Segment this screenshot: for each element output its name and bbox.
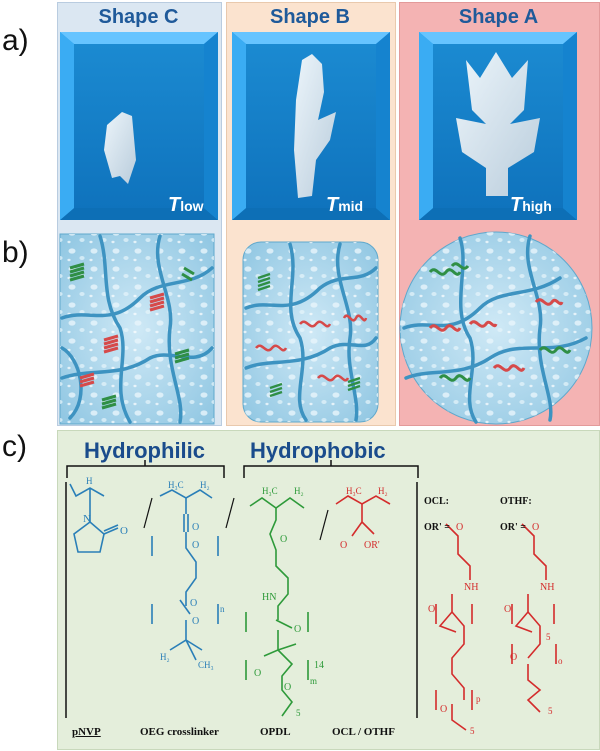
shape-b-title: Shape B — [269, 6, 351, 28]
shape-c-title: Shape C — [98, 6, 179, 28]
othf-title: OTHF: — [500, 496, 532, 507]
sub-n: n — [220, 604, 225, 614]
network-c — [59, 233, 215, 425]
temp-label-mid: Tmid — [326, 194, 364, 216]
svg-text:H₂: H₂ — [378, 486, 388, 496]
svg-text:N: N — [83, 513, 91, 525]
svg-text:O: O — [440, 704, 447, 715]
sub-m: m — [310, 676, 317, 686]
label-ocl-othf: OCL / OTHF — [332, 726, 395, 738]
svg-text:O: O — [428, 604, 435, 615]
svg-text:O: O — [532, 522, 539, 533]
svg-text:HN: HN — [262, 592, 276, 603]
row-label-b: b) — [2, 236, 29, 269]
svg-text:H₂: H₂ — [294, 486, 304, 496]
sub-14: 14 — [314, 660, 324, 671]
box-shape-a — [419, 32, 577, 220]
label-pnvp: pNVP — [72, 726, 101, 738]
othf-or-prime: OR' = — [500, 522, 526, 533]
sub-5-othf: 5 — [546, 632, 551, 642]
sub-5-ocl: 5 — [470, 726, 475, 736]
svg-text:O: O — [280, 534, 287, 545]
sub-p: p — [476, 694, 481, 704]
svg-text:O: O — [504, 604, 511, 615]
network-b — [242, 241, 379, 423]
svg-text:H₃C: H₃C — [346, 486, 362, 496]
svg-text:NH: NH — [540, 582, 554, 593]
label-oeg: OEG crosslinker — [140, 726, 219, 738]
hydrophobic-heading: Hydrophobic — [250, 438, 386, 463]
network-a — [399, 231, 593, 425]
sub-5-othf-b: 5 — [548, 706, 553, 716]
svg-text:H₃C: H₃C — [262, 486, 278, 496]
temp-label-low: Tlow — [168, 194, 204, 216]
svg-text:OR': OR' — [364, 540, 380, 551]
svg-text:O: O — [192, 540, 199, 551]
shape-boxes — [60, 32, 577, 220]
svg-text:O: O — [254, 668, 261, 679]
ocl-title: OCL: — [424, 496, 449, 507]
svg-text:O: O — [340, 540, 347, 551]
svg-text:O: O — [192, 522, 199, 533]
ocl-or-prime: OR' = — [424, 522, 450, 533]
svg-text:H₂: H₂ — [160, 652, 170, 662]
svg-text:O: O — [192, 616, 199, 627]
sub-5-opdl: 5 — [296, 708, 301, 718]
svg-text:NH: NH — [464, 582, 478, 593]
row-label-a: a) — [2, 24, 29, 57]
svg-text:CH₃: CH₃ — [198, 660, 214, 670]
temp-label-high: Thigh — [510, 194, 552, 216]
svg-text:O: O — [120, 525, 128, 537]
row-label-c: c) — [2, 430, 27, 463]
box-shape-b — [232, 32, 390, 220]
svg-text:O: O — [510, 652, 517, 663]
svg-text:H₂: H₂ — [200, 480, 210, 490]
hydrophilic-heading: Hydrophilic — [84, 438, 206, 463]
svg-text:H: H — [86, 476, 93, 486]
panel-chemistry — [57, 430, 600, 750]
sub-o: o — [558, 656, 563, 666]
box-shape-c — [60, 32, 218, 220]
svg-text:O: O — [284, 682, 291, 693]
shape-a-title: Shape A — [458, 6, 539, 28]
network-illustrations — [59, 231, 593, 425]
svg-text:O: O — [294, 624, 301, 635]
svg-text:O: O — [190, 598, 197, 609]
svg-text:H₃C: H₃C — [168, 480, 184, 490]
svg-text:O: O — [456, 522, 463, 533]
label-opdl: OPDL — [260, 726, 291, 738]
